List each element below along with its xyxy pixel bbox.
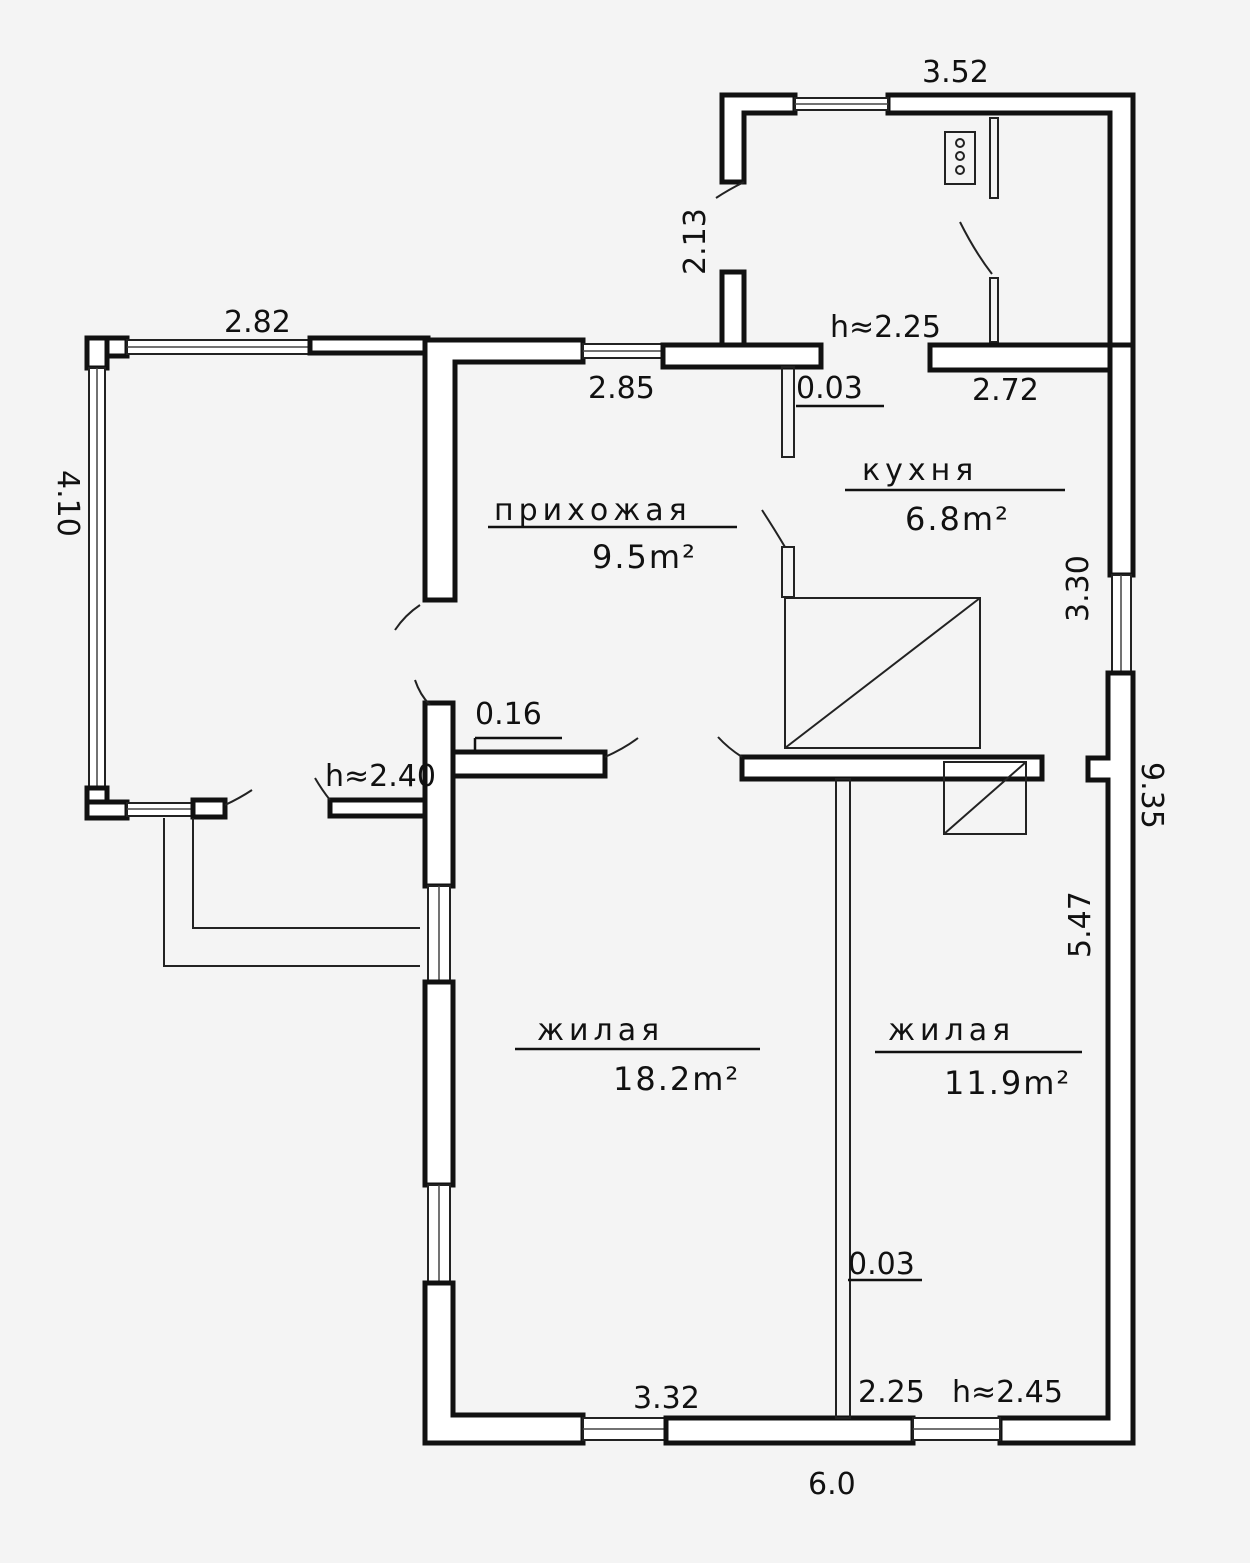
kitchen-partition-top — [781, 366, 795, 458]
left-wall-upper — [422, 700, 456, 889]
bedroom-partition — [835, 778, 851, 1419]
bedroom-door-swing — [717, 736, 743, 758]
kitchen-right-wall — [1107, 342, 1136, 578]
dim-veranda-width: 2.82 — [224, 305, 291, 340]
dim-total-width: 6.0 — [808, 1467, 856, 1502]
dim-veranda-ceiling: h≈2.40 — [325, 759, 436, 794]
veranda — [84, 335, 433, 967]
outbuilding-partition — [989, 117, 999, 199]
dim-outbuilding-ceiling: h≈2.25 — [830, 310, 941, 345]
kitchen-name: кухня — [862, 453, 978, 488]
bedroom-top-wall — [739, 754, 1045, 782]
closet — [943, 761, 1027, 835]
dim-kitchen-width: 2.72 — [972, 373, 1039, 408]
outbuilding-left-top-wall — [719, 92, 798, 185]
stove — [944, 131, 976, 185]
hall-name: прихожая — [494, 493, 692, 528]
outbuilding-door-jamb — [989, 277, 999, 343]
dim-main-ceiling: h≈2.45 — [952, 1375, 1063, 1410]
kitchen-top-wall — [927, 342, 1136, 373]
hall-door-swing-lower — [414, 679, 431, 706]
living-small-area: 11.9m² — [944, 1064, 1071, 1102]
dim-wall-thickness: 0.16 — [475, 697, 542, 732]
outbuilding-door-swing — [959, 221, 993, 275]
living-big-name: жилая — [537, 1013, 664, 1048]
dim-partition-bottom: 0.03 — [848, 1247, 915, 1282]
veranda-inner-wall — [327, 797, 433, 819]
room-labels: прихожая 9.5m² кухня 6.8m² жилая 18.2m² … — [488, 453, 1082, 1102]
dim-kitchen-depth: 3.30 — [1061, 555, 1096, 622]
bottom-left-corner — [422, 1280, 586, 1446]
main-walls — [394, 337, 1136, 1446]
dim-total-depth: 9.35 — [1134, 762, 1169, 829]
outbuilding-walls — [715, 92, 1136, 348]
living-top-wall-left — [450, 749, 608, 779]
dim-right-room-depth: 5.47 — [1063, 891, 1098, 958]
dim-bedroom-width: 2.25 — [858, 1375, 925, 1410]
dim-hall-top-wall: 2.85 — [588, 371, 655, 406]
living-small-name: жилая — [888, 1013, 1015, 1048]
kitchen-door-swing — [761, 509, 786, 548]
stairwell — [784, 597, 981, 749]
dimension-labels: 3.52 2.13 h≈2.25 2.82 2.85 0.03 2.72 4.1… — [50, 55, 1169, 1502]
outbuilding-right-wall — [885, 92, 1136, 348]
kitchen-partition-bottom — [781, 546, 795, 598]
hall-top-left-wall — [422, 337, 586, 603]
porch-outline — [163, 818, 420, 967]
veranda-door-swing — [224, 789, 253, 806]
kitchen-area: 6.8m² — [905, 500, 1010, 538]
dim-outbuilding-width: 3.52 — [922, 55, 989, 90]
living-door-swing — [604, 737, 639, 758]
dim-outbuilding-height: 2.13 — [678, 208, 713, 275]
hall-top-right-wall — [660, 342, 824, 370]
right-outer-wall — [997, 670, 1136, 1446]
veranda-top-wall — [307, 335, 431, 356]
left-wall-middle — [422, 979, 456, 1188]
dim-veranda-height: 4.10 — [50, 470, 85, 537]
outbuilding-left-lower-wall — [719, 269, 747, 348]
living-big-area: 18.2m² — [613, 1060, 740, 1098]
bottom-wall — [663, 1415, 916, 1446]
dim-partition-top: 0.03 — [796, 371, 863, 406]
hall-door-swing-upper — [394, 604, 421, 631]
hall-area: 9.5m² — [592, 538, 697, 576]
dim-living-width: 3.32 — [633, 1381, 700, 1416]
